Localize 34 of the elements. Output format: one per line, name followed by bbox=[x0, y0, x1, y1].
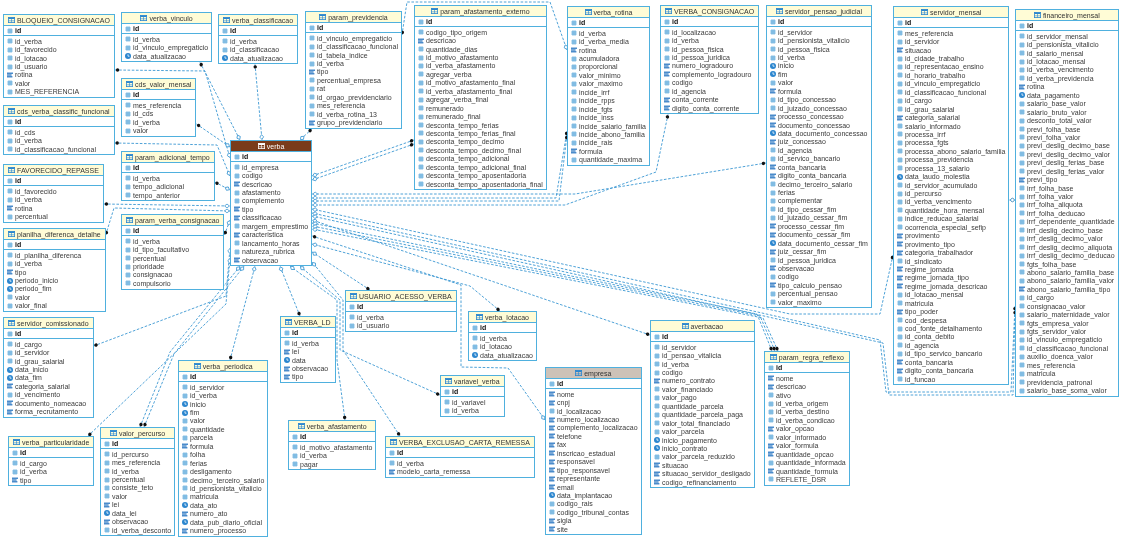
entity-table bbox=[1015, 9, 1119, 397]
relationship-line bbox=[1008, 197, 1016, 203]
entity-table bbox=[3, 164, 104, 223]
entity-table bbox=[218, 14, 299, 65]
entity-table bbox=[3, 228, 106, 313]
entity-table bbox=[567, 6, 650, 166]
entity-table bbox=[440, 375, 505, 417]
relationship-line bbox=[223, 219, 232, 236]
entity-table bbox=[385, 436, 535, 478]
entity-table bbox=[121, 151, 215, 202]
entity-table bbox=[280, 316, 336, 384]
entity-table bbox=[414, 5, 547, 191]
entity-table bbox=[305, 11, 402, 129]
entity-table bbox=[121, 78, 197, 137]
relationship-line bbox=[214, 181, 231, 191]
entity-table bbox=[178, 360, 269, 537]
entity-table bbox=[660, 5, 760, 115]
entity-table bbox=[230, 140, 313, 267]
entity-table bbox=[288, 420, 377, 471]
entity-table bbox=[3, 14, 115, 99]
entity-table bbox=[650, 320, 755, 489]
entity-table bbox=[764, 351, 850, 486]
entity-table bbox=[121, 214, 225, 290]
entity-table bbox=[121, 12, 213, 63]
entity-table bbox=[345, 290, 457, 332]
entity-table bbox=[3, 317, 94, 418]
entity-table bbox=[893, 6, 1010, 386]
entity-table bbox=[100, 427, 176, 537]
relationship-line bbox=[299, 128, 313, 141]
entity-table bbox=[545, 367, 642, 536]
entity-table bbox=[468, 311, 537, 362]
entity-table bbox=[3, 105, 115, 156]
entity-table bbox=[766, 5, 872, 309]
entity-table bbox=[8, 436, 95, 487]
